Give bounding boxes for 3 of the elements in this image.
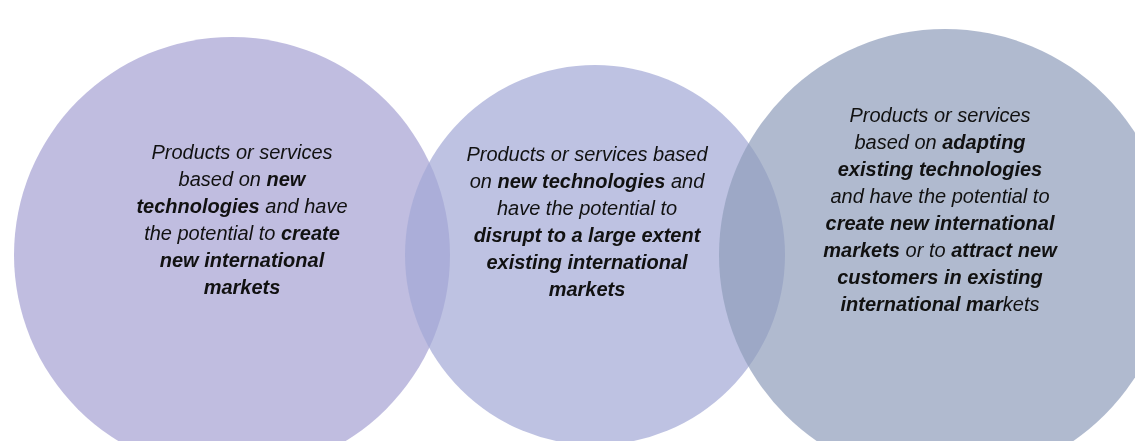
circle-text: Products or services based on new technologies and have the potential to disrupt to a large extent existing international markets (465, 142, 709, 302)
circle-text: Products or services based on new technologies and have the potential to create new international markets (135, 140, 349, 300)
circle-text: Products or services based on adapting existing technologies and have the potential to create new international markets or to attract new customers in existing international markets (822, 103, 1059, 317)
